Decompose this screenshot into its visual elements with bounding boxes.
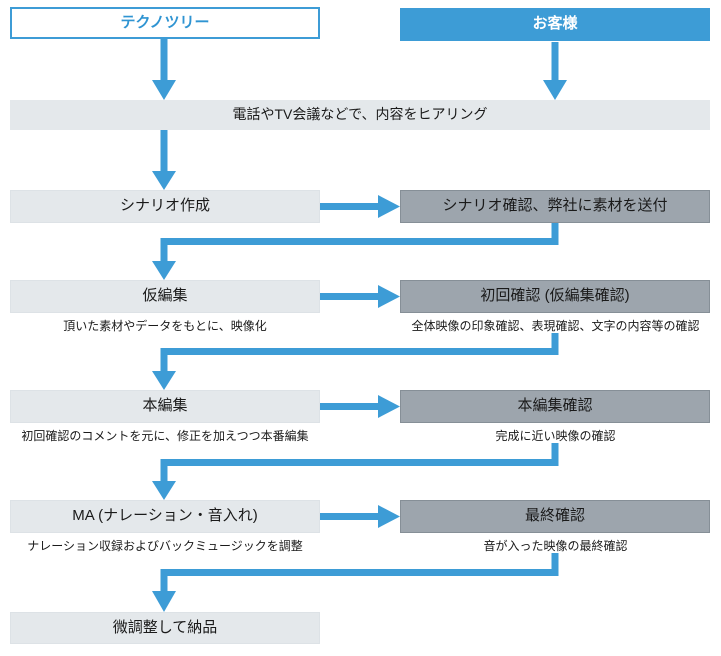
- step-scenario-creation: シナリオ作成: [10, 190, 320, 223]
- caption-rough-edit: 頂いた素材やデータをもとに、映像化: [63, 319, 267, 333]
- step-main-edit: 本編集: [10, 390, 320, 423]
- arrow-roughcut-to-firstcheck: [320, 285, 400, 308]
- step-rough-edit: 仮編集: [10, 280, 320, 313]
- step-main-edit-check: 本編集確認: [400, 390, 710, 423]
- caption-ma-narration: ナレーション収録およびバックミュージックを調整: [27, 539, 303, 553]
- connector-finalcheck-to-delivery: [152, 553, 559, 612]
- connector-firstcheck-to-finalcut: [152, 333, 559, 390]
- header-technotree: テクノツリー: [10, 7, 320, 39]
- caption-final-check: 音が入った映像の最終確認: [483, 539, 628, 553]
- header-customer: お客様: [400, 8, 710, 41]
- arrow-finalcut-to-finalcutcheck: [320, 395, 400, 418]
- step-delivery: 微調整して納品: [10, 612, 320, 644]
- step-final-check: 最終確認: [400, 500, 710, 533]
- step-first-check: 初回確認 (仮編集確認): [400, 280, 710, 313]
- step-hearing: 電話やTV会議などで、内容をヒアリング: [10, 100, 710, 130]
- arrow-scenario-to-confirm: [320, 195, 400, 218]
- connector-confirm-to-roughcut: [152, 223, 559, 280]
- caption-main-edit-check: 完成に近い映像の確認: [495, 429, 616, 443]
- caption-first-check: 全体映像の印象確認、表現確認、文字の内容等の確認: [411, 319, 700, 333]
- arrow-customer-to-hearing: [543, 42, 567, 100]
- connector-finalcutcheck-to-ma: [152, 443, 559, 500]
- caption-main-edit: 初回確認のコメントを元に、修正を加えつつ本番編集: [21, 429, 309, 443]
- arrow-technotree-to-hearing: [152, 39, 176, 100]
- step-ma-narration: MA (ナレーション・音入れ): [10, 500, 320, 533]
- arrow-ma-to-finalcheck: [320, 505, 400, 528]
- step-scenario-confirm: シナリオ確認、弊社に素材を送付: [400, 190, 710, 223]
- arrow-hearing-to-scenario: [152, 130, 176, 190]
